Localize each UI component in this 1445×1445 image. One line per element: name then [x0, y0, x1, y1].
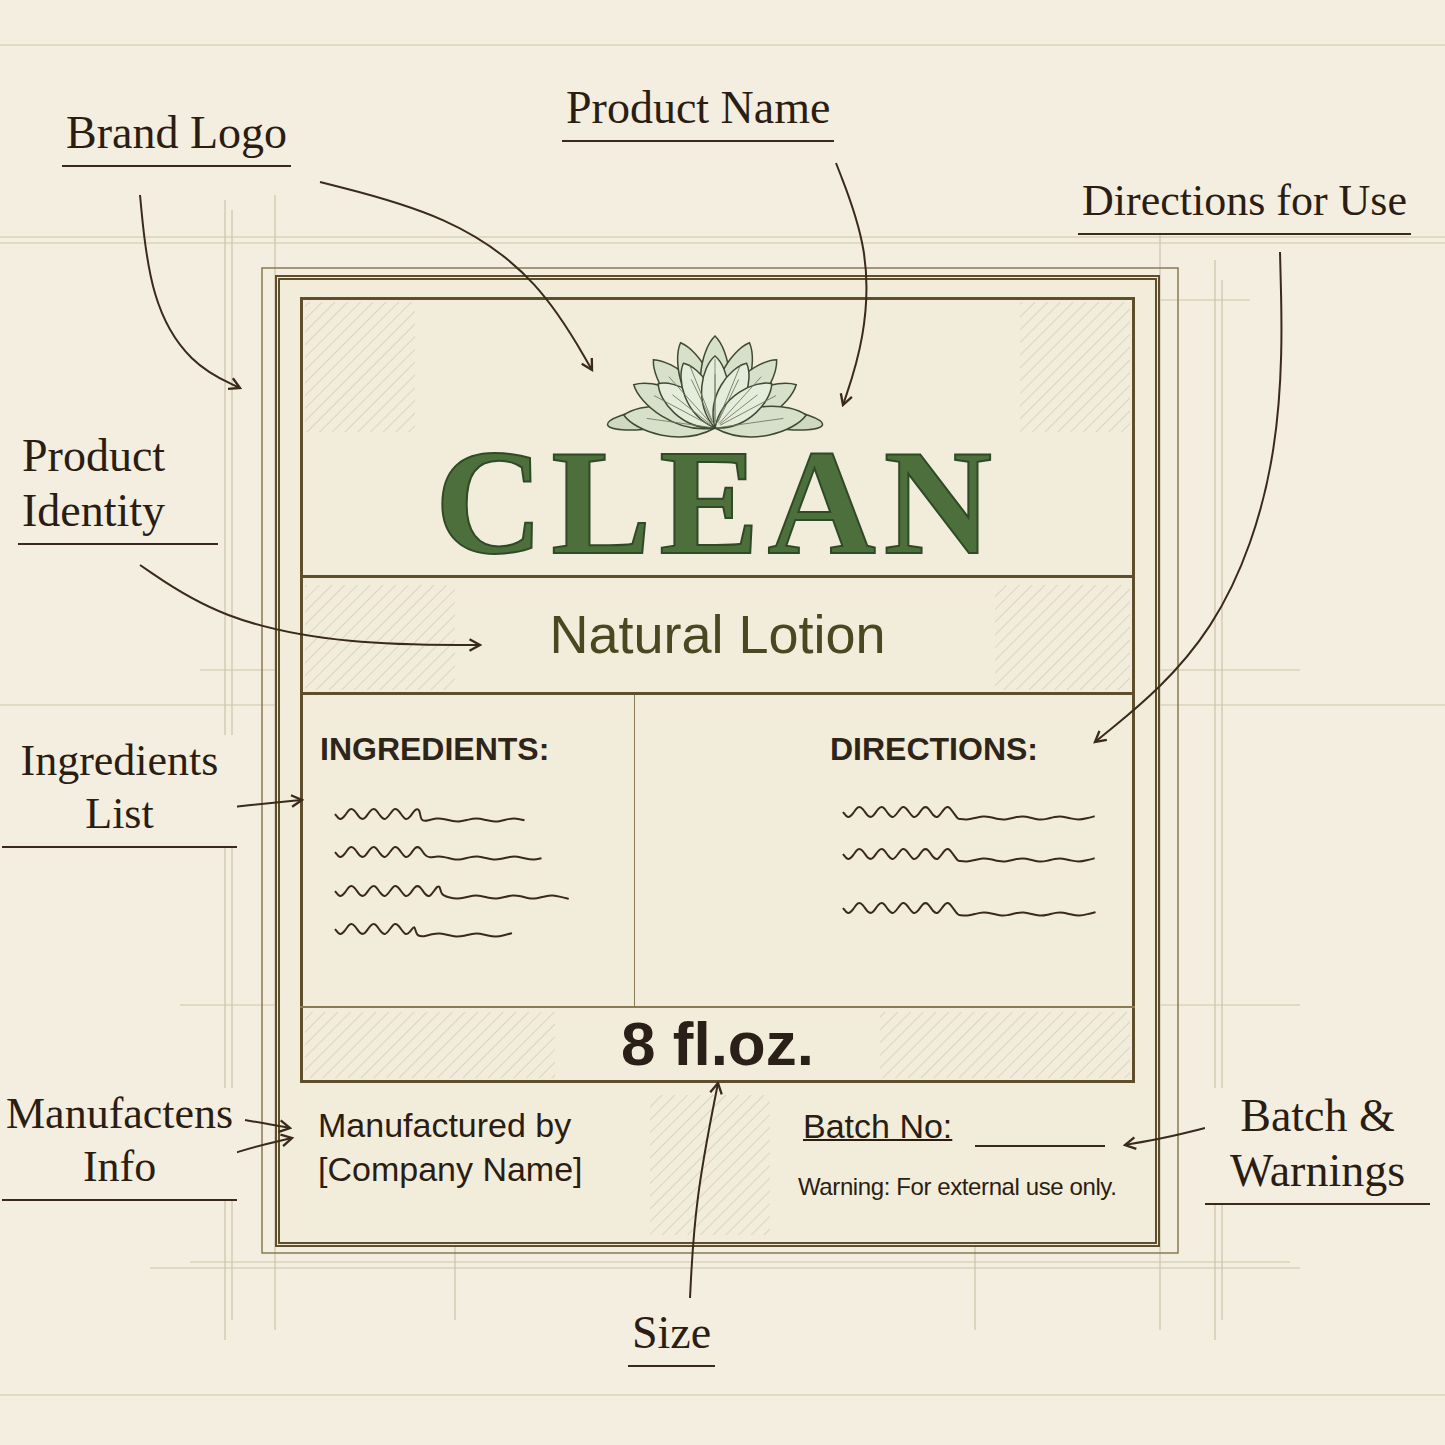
hatching: [650, 1095, 770, 1235]
hatching: [305, 1012, 555, 1078]
grid-line: [1160, 669, 1300, 670]
text-holder: CLEAN: [300, 420, 1135, 585]
callout-label: Size: [628, 1305, 715, 1367]
lotus-petal: [707, 373, 780, 438]
manufacturer-info: Manufactured by [Company Name]: [318, 1103, 648, 1191]
callout-label: Brand Logo: [62, 105, 291, 167]
grid-line: [0, 242, 1445, 243]
grid-line: [0, 236, 1445, 237]
hatching: [880, 1012, 1130, 1078]
product-identity: Natural Lotion: [549, 605, 885, 664]
lotus-vein: [717, 364, 741, 422]
leader-arrow: [140, 195, 240, 388]
text-holder: Batch No:: [803, 1108, 952, 1145]
annotation-holder: Product Identity: [18, 428, 218, 545]
lotus-vein: [691, 379, 712, 422]
ingredients-panel: INGREDIENTS:: [300, 695, 635, 1008]
lotus-vein: [718, 379, 739, 422]
batch-number: Batch No:: [803, 1108, 952, 1145]
text-holder: DIRECTIONS:: [830, 732, 1038, 767]
leader-arrow: [140, 565, 480, 645]
lotus-logo: [606, 336, 824, 442]
lotus-vein: [719, 377, 761, 424]
illegible-text-line: [335, 924, 512, 936]
lotus-vein: [715, 374, 716, 422]
leader-arrow: [690, 1083, 718, 1298]
product-name: CLEAN: [435, 420, 1000, 585]
illegible-text-line: [335, 847, 542, 859]
lotus-vein: [715, 359, 716, 422]
callout-label: Product Identity: [18, 428, 218, 545]
leader-arrow: [245, 1120, 290, 1128]
annotation-holder: Size: [628, 1305, 715, 1367]
leader-arrow: [1095, 252, 1281, 742]
annotation-holder: Batch & Warnings: [1205, 1088, 1430, 1205]
illegible-text-line: [335, 809, 525, 821]
callout-label: Ingredients List: [2, 735, 237, 848]
lotus-vein: [689, 364, 713, 422]
section-heading: INGREDIENTS:: [320, 732, 549, 767]
annotation-holder: Brand Logo: [62, 105, 291, 167]
sketch-outline: [262, 268, 1178, 1253]
annotation-holder: Directions for Use: [1078, 175, 1411, 235]
blank-field-line: [975, 1145, 1105, 1147]
lotus-vein: [720, 395, 758, 425]
lotus-vein: [647, 418, 709, 427]
leader-arrow: [320, 182, 592, 370]
annotation-holder: Ingredients List: [2, 735, 237, 848]
size-text: 8 fl.oz.: [621, 1010, 814, 1078]
hatching: [1020, 302, 1130, 432]
annotation-holder: Manufactens Info: [2, 1088, 237, 1201]
illegible-text-line: [843, 849, 1095, 861]
grid-line: [190, 1261, 1290, 1262]
lotus-petal: [701, 337, 763, 433]
grid-line: [0, 44, 1445, 45]
callout-label: Product Name: [562, 80, 834, 142]
callout-label: Batch & Warnings: [1205, 1088, 1430, 1205]
annotation-holder: Product Name: [562, 80, 834, 142]
lotus-vein: [669, 377, 711, 424]
leader-arrow: [836, 163, 866, 405]
text-holder: INGREDIENTS:: [320, 732, 549, 767]
illegible-text-line: [843, 807, 1095, 819]
callout-label: Manufactens Info: [2, 1088, 237, 1201]
text-holder: Warning: For external use only.: [798, 1174, 1116, 1200]
illegible-text-line: [843, 903, 1096, 915]
hatching: [305, 302, 415, 432]
grid-line: [0, 1394, 1445, 1395]
lotus-vein: [672, 395, 710, 425]
text-holder: Manufactured by [Company Name]: [318, 1103, 648, 1191]
leader-arrow: [1125, 1128, 1205, 1145]
illegible-text-line: [335, 886, 569, 899]
callout-label: Directions for Use: [1078, 175, 1411, 235]
warning-text: Warning: For external use only.: [798, 1174, 1116, 1200]
lotus-vein: [721, 418, 783, 427]
hatching: [995, 585, 1130, 690]
grid-line: [150, 1267, 1300, 1268]
section-heading: DIRECTIONS:: [830, 732, 1038, 767]
